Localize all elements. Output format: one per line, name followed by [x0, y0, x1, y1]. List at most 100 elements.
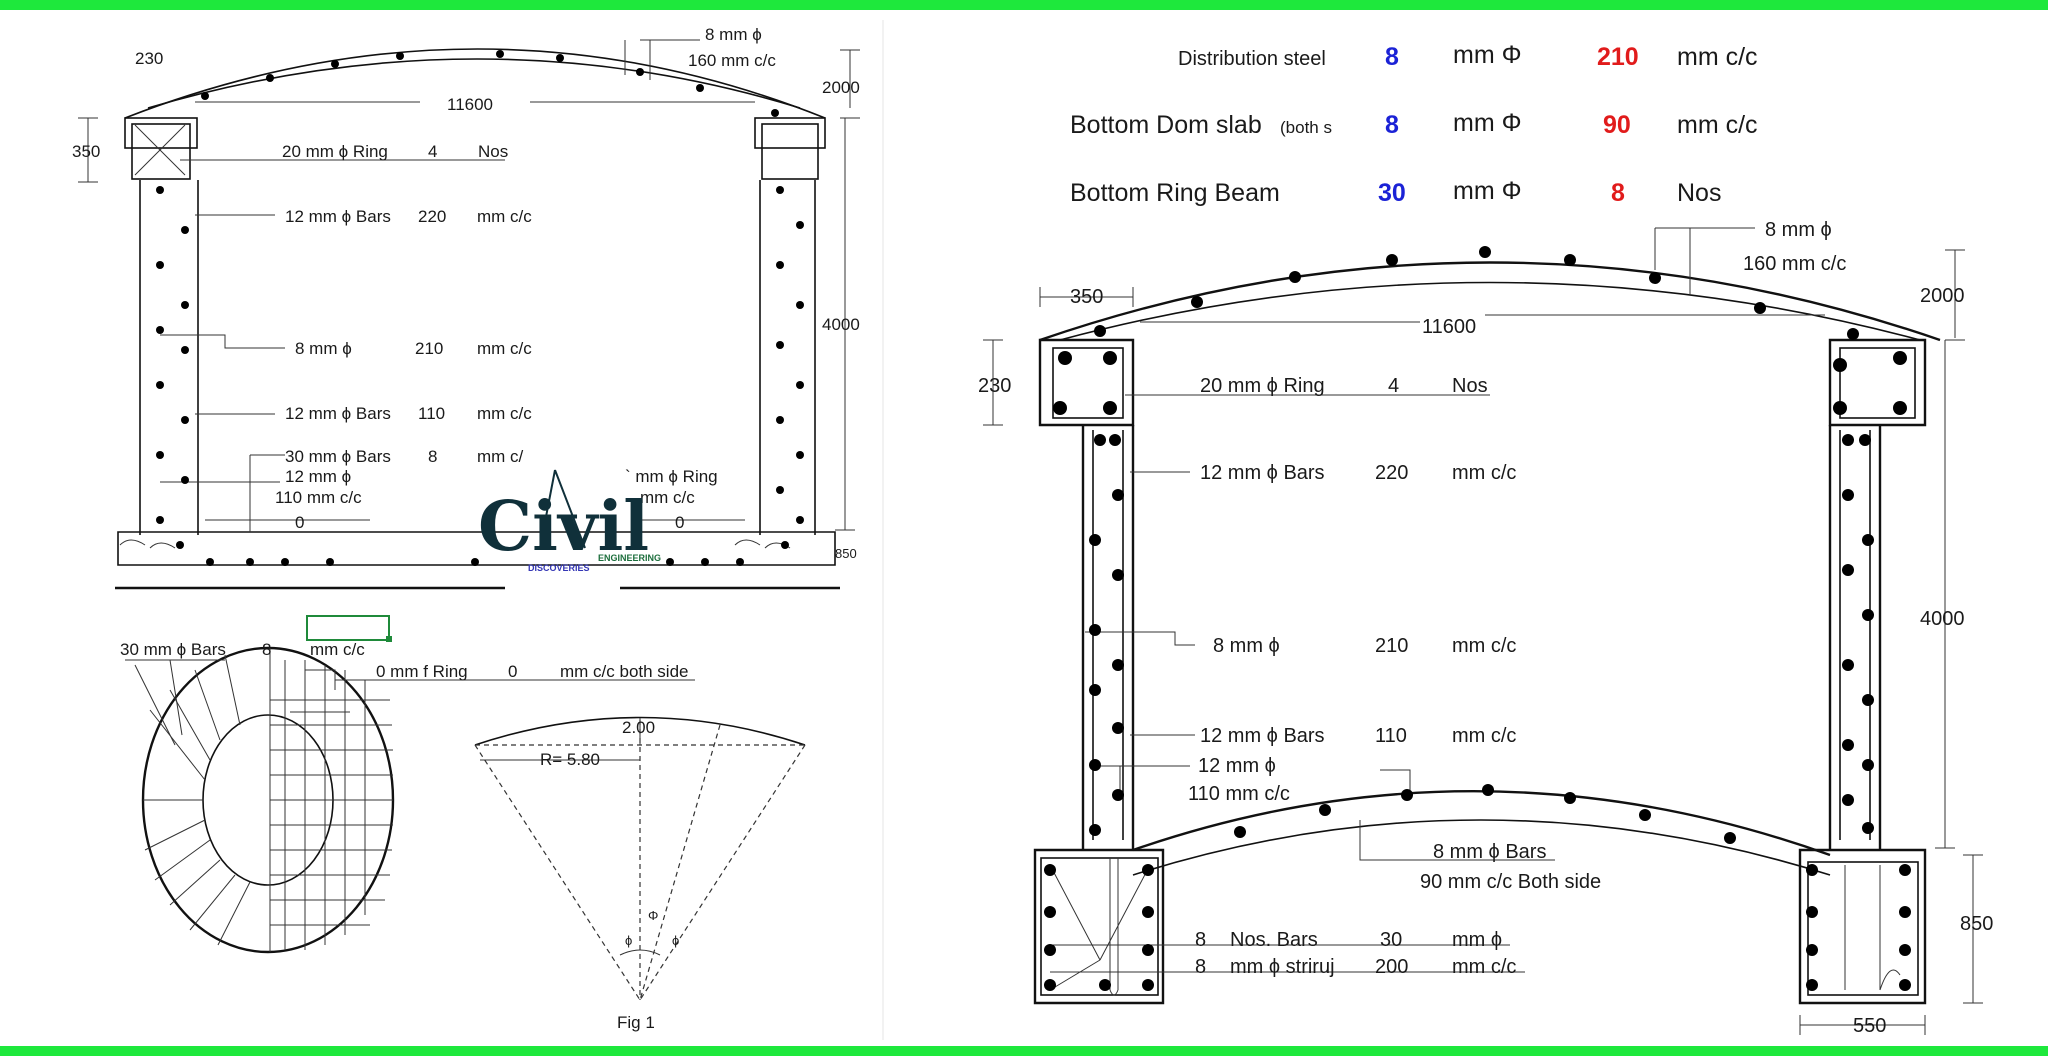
- selection-handle[interactable]: [386, 636, 392, 642]
- left-bars3-label: 12 mm ϕ Bars: [285, 404, 391, 423]
- right-dome-dots: [1094, 246, 1859, 340]
- left-tank-section: 230 350 11600 2000 4000 850 0 0 8 mm ϕ 1…: [72, 25, 860, 590]
- right-bars4-leader: [1090, 765, 1190, 790]
- fig-radius: R= 5.80: [540, 750, 600, 769]
- right-ring-beam-left: [1038, 338, 1135, 427]
- right-bars3-value: 110: [1375, 725, 1407, 747]
- left-dim-350: 350: [72, 142, 100, 161]
- right-spec-table: Distribution steel 8 mm Φ 210 mm c/c Bot…: [1070, 41, 1758, 207]
- row1-v1: 8: [1385, 43, 1399, 71]
- row3-v2: 8: [1611, 179, 1625, 207]
- left-ring2-label: ` mm ϕ Ring: [625, 467, 718, 486]
- right-bars4-spacing: 110 mm c/c: [1188, 783, 1290, 805]
- left-base-slab: [117, 531, 836, 566]
- top-frame-bar: [0, 0, 2048, 10]
- row2-u2: mm c/c: [1677, 111, 1758, 139]
- right-bars3-label: 12 mm ϕ Bars: [1200, 725, 1325, 747]
- fig-phi2: ϕ: [672, 933, 679, 948]
- left-dim-4000: 4000: [822, 315, 860, 334]
- right-dim-4000-line: [1935, 340, 1955, 849]
- row1-v2: 210: [1597, 43, 1639, 71]
- plan-grid: [269, 648, 393, 952]
- left-ring-label: 20 mm ϕ Ring: [282, 142, 388, 161]
- left-ring-beam-left: [124, 117, 198, 149]
- row1-label: Distribution steel: [1178, 48, 1326, 70]
- right-bottom-dome-bars: 8 mm ϕ Bars: [1433, 841, 1546, 863]
- right-bars1-value: 220: [1375, 462, 1408, 484]
- right-ring-box-right: [1839, 347, 1916, 419]
- selection-box: [306, 615, 390, 641]
- left-bars2-leader: [160, 334, 285, 349]
- right-dim-2000-line: [1945, 249, 1965, 341]
- right-beam2-count: 8: [1195, 956, 1206, 978]
- left-bars1-unit: mm c/c: [477, 207, 532, 226]
- right-bars1-unit: mm c/c: [1452, 462, 1516, 484]
- right-beam2-unit: mm c/c: [1452, 956, 1516, 978]
- row2-label: Bottom Dom slab: [1070, 111, 1262, 139]
- row2-note: (both s: [1280, 118, 1332, 137]
- right-dim-230: 230: [978, 375, 1011, 397]
- right-dome-outer: [1039, 261, 1941, 342]
- row2-u1: mm Φ: [1453, 109, 1522, 137]
- plan-ring-value: 0: [508, 662, 517, 681]
- logo-sub1: ENGINEERING: [598, 553, 661, 563]
- fig-arc: [474, 716, 806, 746]
- right-dim-11600: 11600: [1422, 316, 1476, 338]
- left-dim-0b: 0: [675, 513, 684, 532]
- left-bars3-unit: mm c/c: [477, 404, 532, 423]
- right-wall-left: [1081, 425, 1135, 850]
- left-bars4-value: 8: [428, 447, 437, 466]
- row2-v2: 90: [1603, 111, 1631, 139]
- left-dim-850: 850: [835, 546, 857, 561]
- left-bars4-leader: [249, 454, 285, 532]
- right-bottom-dome-spacing: 90 mm c/c Both side: [1420, 871, 1601, 893]
- row1-u1: mm Φ: [1453, 41, 1522, 69]
- civil-logo: Civil ENGINEERING DISCOVERIES: [478, 469, 661, 573]
- row3-label: Bottom Ring Beam: [1070, 179, 1280, 207]
- row3-u1: mm Φ: [1453, 177, 1522, 205]
- left-dome-bar: 8 mm ϕ: [705, 25, 762, 44]
- right-dome-bar: 8 mm ϕ: [1765, 219, 1832, 241]
- row2-v1: 8: [1385, 111, 1399, 139]
- right-ring-box-left: [1052, 347, 1124, 419]
- plan-bars-label: 30 mm ϕ Bars: [120, 640, 226, 659]
- left-wall-right: [759, 180, 816, 535]
- right-bars1-label: 12 mm ϕ Bars: [1200, 462, 1325, 484]
- left-bars5-label: 12 mm ϕ: [285, 467, 351, 486]
- left-wall-dots: [156, 186, 804, 549]
- plan-radial-bars: [143, 654, 251, 946]
- right-bottom-dome-inner: [1132, 819, 1831, 876]
- right-wall-dots: [1089, 434, 1874, 836]
- fig-caption: Fig 1: [617, 1013, 655, 1032]
- left-wall-left: [139, 180, 199, 535]
- right-bars4-label: 12 mm ϕ: [1198, 755, 1276, 777]
- plan-ring-label: 0 mm f Ring: [376, 662, 468, 681]
- right-dim-11600-line: [1140, 314, 1825, 323]
- fig-phi1: ϕ: [625, 933, 632, 948]
- right-dim-350-line: [1039, 287, 1134, 307]
- left-dim-230: 230: [135, 49, 163, 68]
- left-dome-dots: [201, 50, 779, 117]
- left-dome-leader: [624, 39, 700, 80]
- right-beam1-label: Nos. Bars: [1230, 929, 1318, 951]
- right-dim-4000: 4000: [1920, 608, 1965, 630]
- fig-rise: 2.00: [622, 718, 655, 737]
- right-ring-label: 20 mm ϕ Ring: [1200, 375, 1325, 397]
- left-ring2-spacing: mm c/c: [640, 488, 695, 507]
- bridge-icon: [539, 469, 586, 549]
- right-ring-beam-right: [1828, 338, 1927, 427]
- left-slab-dots: [206, 558, 744, 566]
- right-bottom-dome-dots: [1234, 784, 1736, 844]
- plan-bars-unit: mm c/c: [310, 640, 365, 659]
- right-beam1-unit: mm ϕ: [1452, 929, 1502, 951]
- logo-word: Civil: [478, 487, 649, 567]
- right-beam-dots: [1044, 864, 1911, 991]
- left-dome-spacing: 160 mm c/c: [688, 51, 776, 70]
- right-bars2-value: 210: [1375, 635, 1408, 657]
- left-bars5-spacing: 110 mm c/c: [275, 488, 362, 507]
- left-plan-view: 30 mm ϕ Bars 8 mm c/c 0 mm f Ring 0 mm c…: [120, 640, 695, 954]
- right-dim-230-line: [983, 339, 1003, 426]
- right-dim-850-line: [1963, 854, 1983, 1004]
- right-ring-count: 4: [1388, 375, 1399, 397]
- left-bars1-value: 220: [418, 207, 446, 226]
